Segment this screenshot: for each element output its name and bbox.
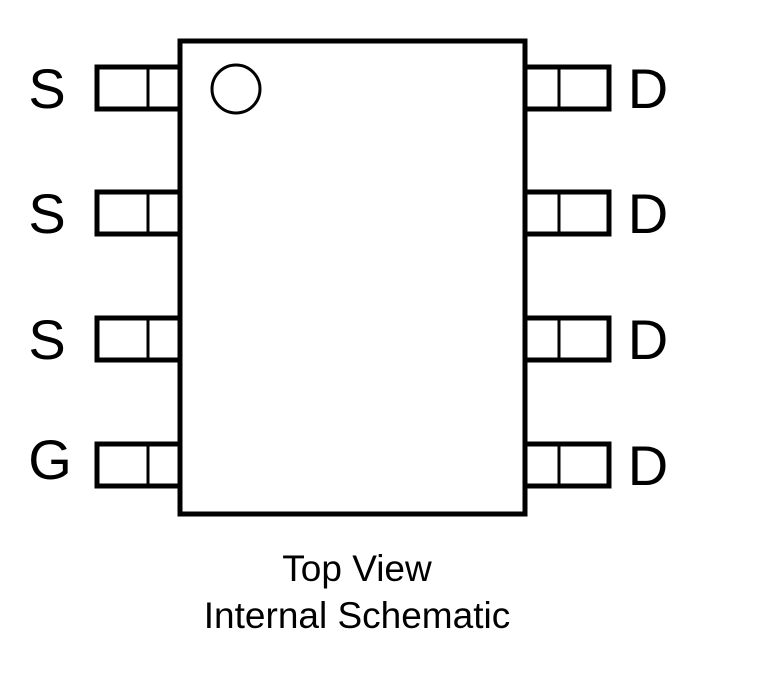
pin1-indicator-circle	[210, 63, 262, 115]
right-pin-4-label: D	[628, 434, 668, 497]
left-pin-2-label: S	[28, 182, 65, 245]
left-pin-4-label: G	[28, 428, 72, 491]
right-pin-2	[522, 189, 612, 237]
left-pin-3-label: S	[28, 308, 65, 371]
left-pin-2	[94, 189, 183, 237]
right-pin-3-label: D	[628, 308, 668, 371]
caption-top-view: Top View	[282, 548, 432, 589]
caption-internal-schematic: Internal Schematic	[204, 595, 510, 636]
left-pin-1	[94, 64, 183, 112]
right-pin-4	[522, 441, 612, 489]
right-pin-3	[522, 315, 612, 363]
right-pin-1	[522, 64, 612, 112]
left-pin-1-label: S	[28, 57, 65, 120]
left-pin-4	[94, 441, 183, 489]
ic-body	[177, 38, 528, 517]
left-pin-3	[94, 315, 183, 363]
right-pin-2-label: D	[628, 182, 668, 245]
right-pin-1-label: D	[628, 57, 668, 120]
